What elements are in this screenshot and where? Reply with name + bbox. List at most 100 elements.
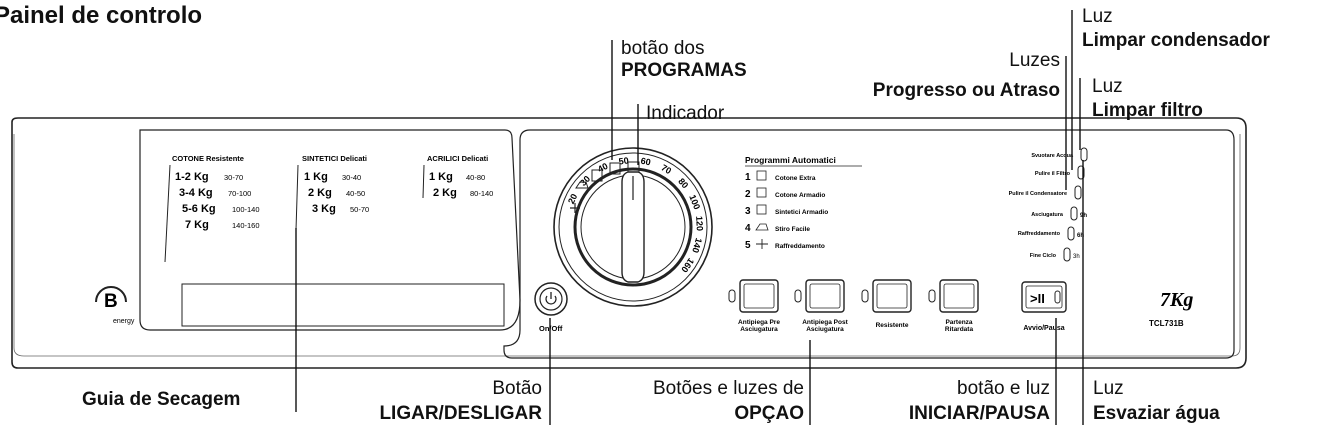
option-label-3a: Resistente — [876, 322, 909, 329]
cotton-cupboard-icon — [756, 187, 767, 198]
callout-filter: Luz Limpar filtro — [1092, 76, 1203, 122]
dial-number-60: 60 — [640, 156, 652, 168]
option-label-1b: Asciugatura — [740, 326, 778, 333]
status-led-6h — [1067, 226, 1075, 241]
callout-water-line2: Esvaziar água — [1093, 403, 1220, 424]
cotton-extra-icon — [627, 161, 640, 173]
page-title: Painel de controlo — [0, 2, 203, 29]
iron-icon — [575, 181, 589, 189]
model-number: TCL731B — [1149, 319, 1184, 328]
dial-number-30: 30 — [578, 174, 592, 188]
capacity-badge: 7Kg — [1160, 289, 1193, 311]
callout-condenser-line2: Limpar condensador — [1082, 30, 1270, 51]
dial-number-50: 50 — [618, 155, 629, 166]
status-label-4: Asciugatura — [1031, 212, 1064, 218]
guide-col1-header: COTONE Resistente — [172, 154, 244, 163]
dial-number-40: 40 — [596, 161, 609, 174]
option-label-2a: Antipiega Post — [802, 319, 848, 326]
program-dial[interactable] — [553, 147, 713, 307]
option-label-2b: Asciugatura — [806, 326, 844, 333]
cotton-extra-icon — [756, 170, 767, 181]
callout-condenser-line1: Luz — [1082, 6, 1113, 27]
status-label-2: Pulire il Filtro — [1035, 171, 1071, 177]
guide-c1-r3-min: 100-140 — [232, 205, 260, 214]
callout-condenser: Luz Limpar condensador — [1082, 6, 1270, 52]
auto-prog-3-label: Sintetici Armadio — [775, 209, 828, 216]
onoff-button[interactable] — [534, 282, 568, 316]
callout-filter-line2: Limpar filtro — [1092, 100, 1203, 121]
guide-c1-r1-min: 30-70 — [224, 173, 243, 182]
guide-c2-r1-min: 30-40 — [342, 173, 361, 182]
guide-col2-header: SINTETICI Delicati — [302, 154, 367, 163]
fan-icon — [570, 203, 580, 213]
guide-c3-r2-min: 80-140 — [470, 189, 493, 198]
synthetic-cupboard-icon — [756, 204, 767, 215]
guide-col3-header: ACRILICI Delicati — [427, 154, 488, 163]
dial-knob[interactable] — [621, 171, 645, 283]
status-lights: Svuotare Acqua Pulire il Filtro Pulire i… — [1009, 147, 1088, 262]
auto-prog-1-label: Cotone Extra — [775, 175, 816, 182]
status-label-6: Fine Ciclo — [1030, 253, 1057, 259]
callout-water: Luz Esvaziar água — [1093, 378, 1220, 425]
guide-c1-r1-kg: 1-2 Kg — [175, 171, 209, 183]
status-led-water — [1080, 147, 1088, 162]
start-pause-button[interactable]: >II — [1021, 281, 1067, 313]
guide-c3-r2-kg: 2 Kg — [433, 187, 457, 199]
auto-prog-4-label: Stiro Facile — [775, 226, 810, 233]
auto-prog-1-num: 1 — [745, 172, 751, 183]
dial-number-140: 140 — [690, 237, 704, 254]
callout-progress-line1: Luzes — [1009, 50, 1060, 71]
option-button-1[interactable] — [728, 279, 779, 313]
start-pause-led — [1054, 290, 1061, 304]
callout-programs-line2: PROGRAMAS — [621, 60, 747, 81]
guide-col2-rule — [295, 164, 299, 231]
auto-prog-5-num: 5 — [745, 240, 751, 251]
callout-progress: Luzes Progresso ou Atraso — [873, 50, 1060, 102]
option-button-4[interactable] — [928, 279, 979, 313]
dial-number-80: 80 — [676, 176, 690, 190]
auto-prog-5-label: Raffreddamento — [775, 243, 825, 250]
guide-c2-r1-kg: 1 Kg — [304, 171, 328, 183]
callout-onoff-line2: LIGAR/DESLIGAR — [379, 403, 542, 424]
auto-prog-2-label: Cotone Armadio — [775, 192, 825, 199]
controls-section-outline — [503, 129, 1235, 359]
callout-onoff-line1: Botão — [492, 378, 542, 399]
guide-section-outline — [139, 129, 521, 331]
guide-c1-r4-min: 140-160 — [232, 221, 260, 230]
iron-icon — [755, 223, 769, 231]
callout-guide-line2: Guia de Secagem — [82, 389, 241, 410]
option-button-3[interactable] — [861, 279, 912, 313]
fan-icon — [756, 239, 768, 249]
auto-prog-4-num: 4 — [745, 223, 751, 234]
callout-programs: botão dos PROGRAMAS — [621, 38, 747, 82]
dial-number-20: 20 — [566, 192, 579, 205]
guide-col3-rule — [422, 164, 425, 199]
status-time-6: 3h — [1073, 254, 1080, 260]
power-icon — [545, 295, 557, 305]
dry-guide: COTONE Resistente SINTETICI Delicati ACR… — [172, 154, 493, 231]
synthetic-cupboard-icon — [591, 169, 603, 182]
start-pause-label: Avvio/Pausa — [1023, 325, 1064, 332]
energy-class-logo: B energy — [95, 286, 135, 325]
status-time-5: 6h — [1077, 233, 1084, 239]
option-label-4a: Partenza — [945, 319, 972, 326]
option-button-2[interactable] — [794, 279, 845, 313]
guide-col1-rule — [164, 164, 171, 263]
option-label-1a: Antipiega Pre — [738, 319, 780, 326]
energy-letter: B — [104, 291, 118, 312]
guide-c3-r1-min: 40-80 — [466, 173, 485, 182]
option-led-2 — [794, 289, 802, 303]
onoff-label: On/Off — [539, 324, 563, 333]
play-pause-icon: >II — [1030, 291, 1045, 306]
callout-options-line2: OPÇAO — [734, 403, 804, 424]
option-led-3 — [861, 289, 869, 303]
status-led-9h — [1070, 206, 1078, 221]
guide-c2-r2-min: 40-50 — [346, 189, 365, 198]
guide-c2-r2-kg: 2 Kg — [308, 187, 332, 199]
status-label-5: Raffreddamento — [1018, 231, 1061, 237]
guide-c1-r3-kg: 5-6 Kg — [182, 203, 216, 215]
callout-guide: Guia de Secagem — [82, 389, 240, 411]
status-label-3: Pulire il Condensatore — [1009, 191, 1067, 197]
callout-startpause-line1: botão e luz — [957, 378, 1050, 399]
status-label-1: Svuotare Acqua — [1031, 153, 1074, 159]
